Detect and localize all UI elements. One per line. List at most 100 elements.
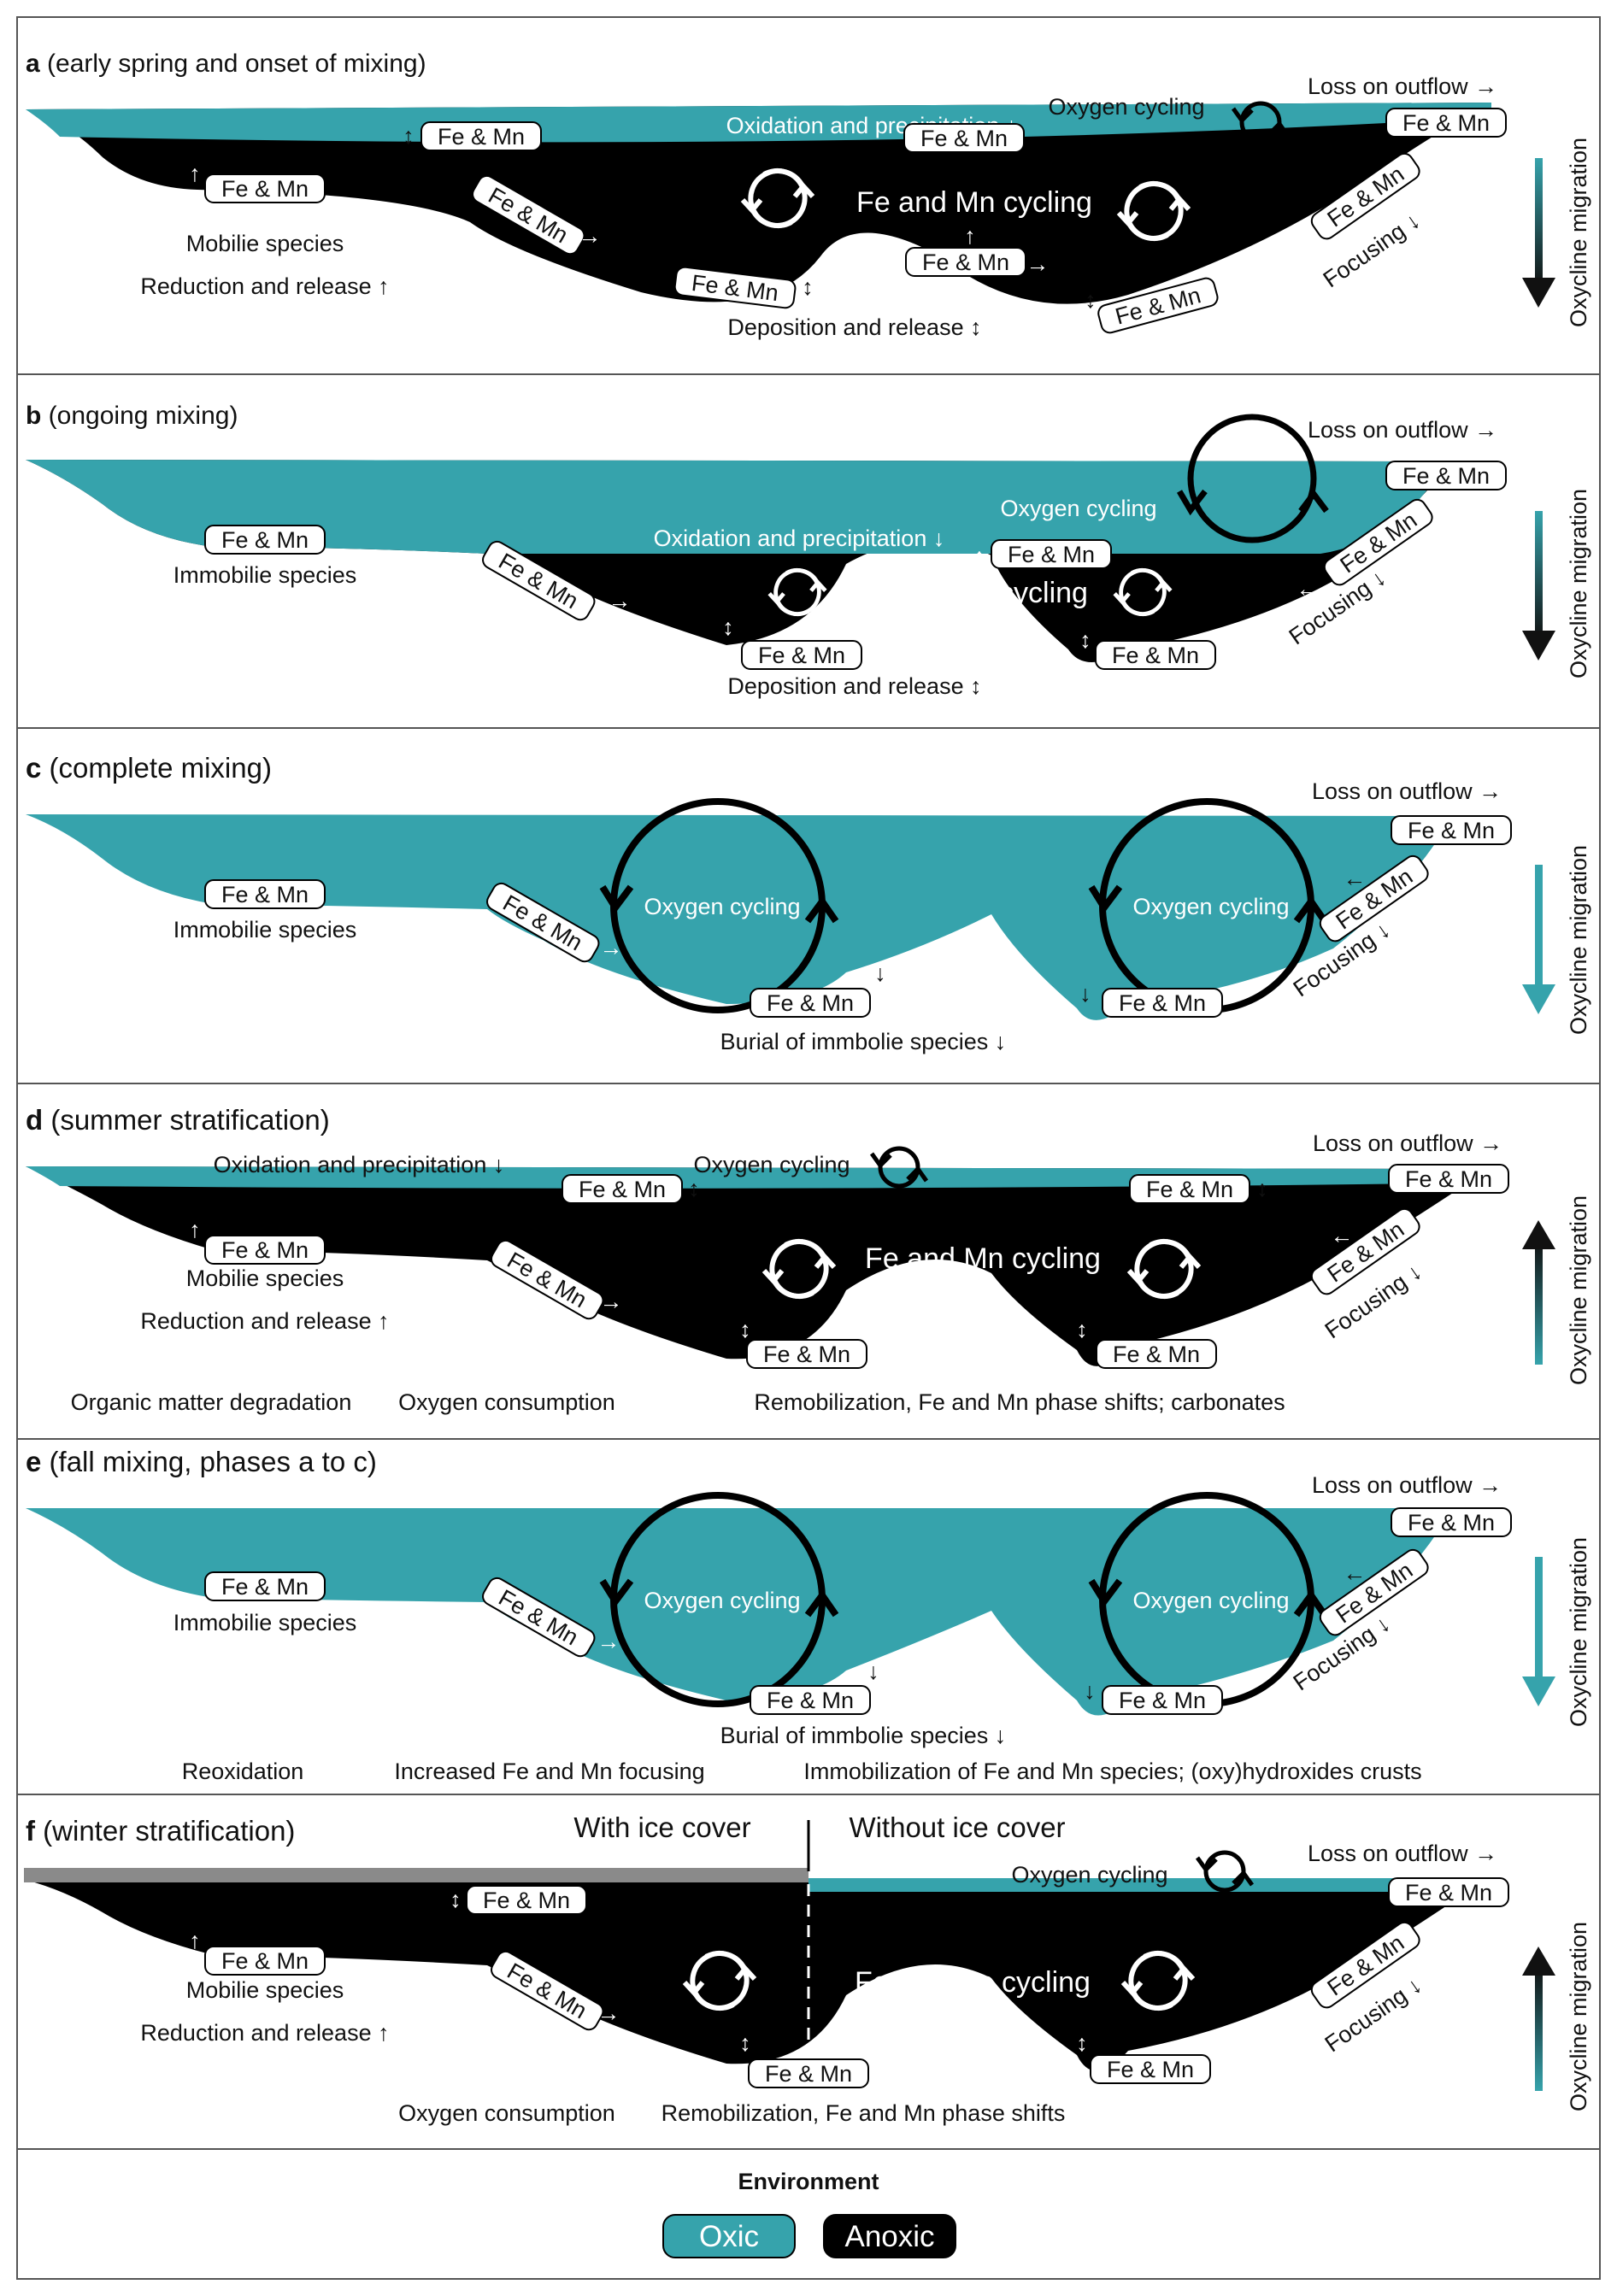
oxycline-arrow xyxy=(1522,865,1555,1014)
svg-text:↕: ↕ xyxy=(1079,627,1091,653)
oxycline-label: Oxycline migration xyxy=(1566,1922,1591,2111)
oxycline-arrow xyxy=(1522,158,1555,308)
reduction-label: Reduction and release ↑ xyxy=(140,1308,389,1334)
svg-text:←: ← xyxy=(1297,576,1320,602)
svg-text:Fe & Mn: Fe & Mn xyxy=(1119,990,1206,1016)
fe-mn-pill: Fe & Mn xyxy=(1388,1164,1509,1194)
fe-mn-pill: Fe & Mn xyxy=(1391,1507,1512,1537)
fe-mn-pill: Fe & Mn xyxy=(741,640,862,670)
fe-mn-pill: Fe & Mn xyxy=(991,539,1112,569)
oxycline-label: Oxycline migration xyxy=(1566,1537,1591,1727)
oxygen-cycling-label: Oxygen cycling xyxy=(644,894,800,919)
svg-text:←: ← xyxy=(1297,225,1320,250)
svg-text:↕: ↕ xyxy=(739,1317,751,1342)
fe-mn-cycling-label: Fe and Mn cycling xyxy=(865,1242,1101,1275)
svg-text:Fe & Mn: Fe & Mn xyxy=(1112,643,1199,668)
svg-text:Fe & Mn: Fe & Mn xyxy=(483,1888,570,1913)
oxic-water xyxy=(26,1508,1453,1716)
svg-text:↕: ↕ xyxy=(1076,1317,1088,1342)
panel-dividers xyxy=(17,373,1600,2150)
svg-text:↕: ↕ xyxy=(973,543,985,569)
svg-text:→: → xyxy=(600,1289,623,1314)
svg-text:←: ← xyxy=(1331,1223,1354,1248)
panel-c-title: c (complete mixing) xyxy=(26,752,272,784)
fe-mn-pill: Fe & Mn xyxy=(204,879,326,909)
fe-mn-cycling-label: Fe and Mn cycling xyxy=(855,1966,1091,1999)
oxic-water xyxy=(26,814,1453,1020)
legend-oxic: Oxic xyxy=(662,2214,796,2258)
fe-mn-pill: Fe & Mn xyxy=(1388,1877,1509,1907)
svg-text:Fe & Mn: Fe & Mn xyxy=(758,643,845,668)
svg-text:→: → xyxy=(579,223,602,249)
svg-text:↓: ↓ xyxy=(867,1659,879,1684)
legend-title: Environment xyxy=(738,2169,879,2194)
svg-text:→: → xyxy=(1026,251,1050,277)
oxygen-cycling-large xyxy=(599,1492,839,1707)
svg-text:→: → xyxy=(609,588,632,614)
svg-text:Fe & Mn: Fe & Mn xyxy=(1107,2057,1194,2082)
process-label: Immobilization of Fe and Mn species; (ox… xyxy=(803,1759,1421,1784)
svg-text:Fe & Mn: Fe & Mn xyxy=(767,1688,854,1713)
panel-f: f (winter stratification) With ice cover… xyxy=(24,1812,1591,2126)
loss-on-outflow-label: Loss on outflow → xyxy=(1308,417,1497,443)
svg-text:→: → xyxy=(597,1629,620,1654)
svg-text:Fe & Mn: Fe & Mn xyxy=(221,1948,309,1974)
process-label: Remobilization, Fe and Mn phase shifts; … xyxy=(754,1389,1285,1415)
process-label: Oxygen consumption xyxy=(398,1389,615,1415)
figure-frame xyxy=(16,16,1601,2280)
species-label: Immobilie species xyxy=(173,562,357,588)
oxygen-cycling-label: Oxygen cycling xyxy=(1048,94,1204,120)
species-label: Immobilie species xyxy=(173,1610,357,1635)
reduction-label: Reduction and release ↑ xyxy=(140,2020,389,2046)
oxycline-label: Oxycline migration xyxy=(1566,845,1591,1035)
oxygen-cycling-label: Oxygen cycling xyxy=(1132,1588,1289,1613)
svg-text:Oxic: Oxic xyxy=(699,2220,759,2253)
svg-text:Fe & Mn: Fe & Mn xyxy=(221,1237,309,1263)
deposition-label: Deposition and release ↕ xyxy=(727,314,981,340)
oxycline-label: Oxycline migration xyxy=(1566,1195,1591,1385)
fe-mn-pill: Fe & Mn xyxy=(905,247,1026,277)
loss-on-outflow-label: Loss on outflow → xyxy=(1308,1841,1497,1866)
process-label: Remobilization, Fe and Mn phase shifts xyxy=(662,2100,1066,2126)
fe-mn-pill: Fe & Mn xyxy=(746,1339,867,1369)
svg-text:↕: ↕ xyxy=(722,614,734,640)
fe-mn-pill: Fe & Mn xyxy=(562,1174,683,1204)
deposition-label: Deposition and release ↕ xyxy=(727,673,981,699)
fe-mn-pill: Fe & Mn xyxy=(750,1685,871,1715)
fe-mn-pill: Fe & Mn xyxy=(1090,2054,1211,2084)
loss-on-outflow-label: Loss on outflow → xyxy=(1313,1130,1502,1156)
oxygen-cycling-label: Oxygen cycling xyxy=(1011,1862,1167,1888)
process-label: Reoxidation xyxy=(182,1759,304,1784)
oxygen-cycling-label: Oxygen cycling xyxy=(644,1588,800,1613)
fe-mn-pill: Fe & Mn xyxy=(466,1885,587,1915)
svg-text:Fe & Mn: Fe & Mn xyxy=(1113,1342,1200,1367)
oxidation-label: Oxidation and precipitation ↓ xyxy=(654,526,945,551)
fe-mn-pill: Fe & Mn xyxy=(1129,1174,1250,1204)
panel-d: d (summer stratification) Oxidation and … xyxy=(26,1104,1591,1415)
svg-text:↕: ↕ xyxy=(403,123,415,149)
svg-text:←: ← xyxy=(1344,866,1367,891)
process-label: Increased Fe and Mn focusing xyxy=(394,1759,704,1784)
process-label: Organic matter degradation xyxy=(71,1389,352,1415)
svg-text:Fe & Mn: Fe & Mn xyxy=(1119,1688,1206,1713)
fe-mn-pill: Fe & Mn xyxy=(750,988,871,1018)
fe-mn-pill: Fe & Mn xyxy=(1096,1339,1217,1369)
species-label: Mobilie species xyxy=(186,1265,344,1291)
oxic-layer xyxy=(808,1878,1487,1892)
svg-text:↑: ↑ xyxy=(964,223,976,249)
legend: Environment Oxic Anoxic xyxy=(662,2169,956,2258)
svg-text:↕: ↕ xyxy=(1076,2030,1088,2056)
svg-text:↕: ↕ xyxy=(802,274,814,300)
oxycline-arrow xyxy=(1522,511,1555,661)
fe-mn-pill: Fe & Mn xyxy=(1095,640,1216,670)
panel-b: b (ongoing mixing) Loss on outflow → Fe … xyxy=(26,402,1591,699)
loss-on-outflow-label: Loss on outflow → xyxy=(1312,1472,1502,1498)
oxic-layer xyxy=(26,103,1491,143)
panel-a-title: a (early spring and onset of mixing) xyxy=(26,50,426,78)
anoxic-water xyxy=(26,1878,1487,2071)
svg-text:Fe & Mn: Fe & Mn xyxy=(1408,1510,1495,1536)
svg-text:↓: ↓ xyxy=(1079,981,1091,1007)
svg-text:↑: ↑ xyxy=(189,1928,201,1953)
loss-on-outflow-label: Loss on outflow → xyxy=(1312,778,1502,804)
